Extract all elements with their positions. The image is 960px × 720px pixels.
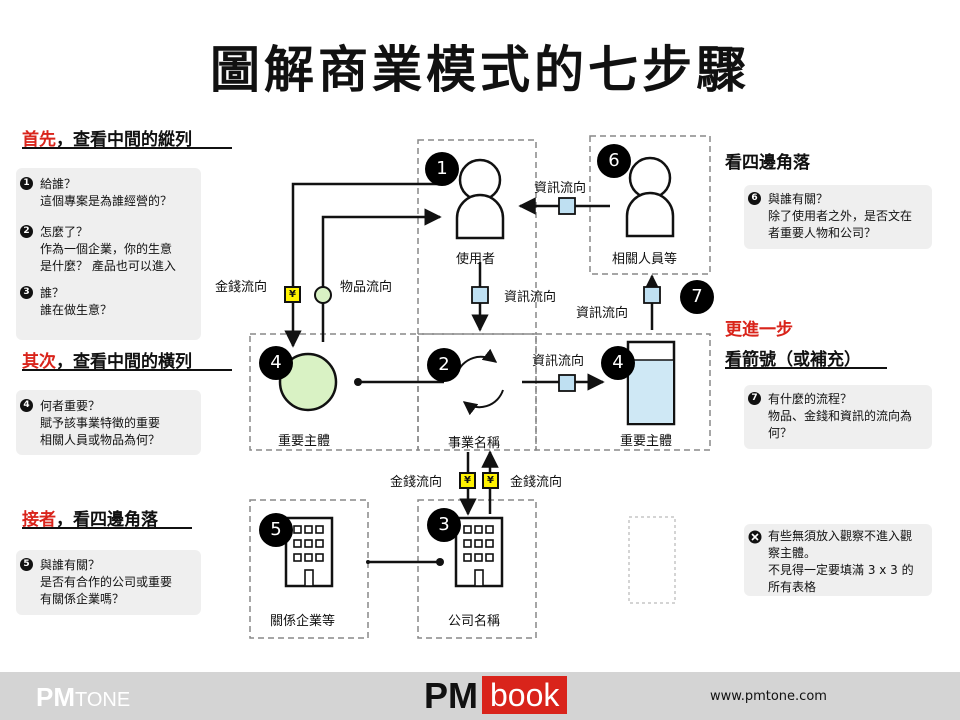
footer-url[interactable]: www.pmtone.com (710, 689, 827, 704)
section-second-underline (22, 369, 232, 371)
section-first-underline (22, 147, 232, 149)
label-user: 使用者 (456, 252, 496, 267)
note-box-second: 4 何者重要？ 賦予該事業特徵的重要 相關人員或物品為何？ (16, 390, 201, 455)
cell-company (417, 499, 537, 639)
section-third-heading: 接者，看四邊角落 (22, 510, 158, 530)
info-square-icon (558, 374, 576, 392)
related-person-icon (625, 156, 675, 238)
section-further-heading: 更進一步 (725, 320, 793, 340)
step-badge-5: 5 (259, 513, 293, 547)
step-badge-1: 1 (425, 152, 459, 186)
note-item-4: 4 何者重要？ 賦予該事業特徵的重要 相關人員或物品為何？ (16, 398, 201, 449)
note-box-arrows: 7 有什麼的流程？ 物品、金錢和資訊的流向為 何？ (744, 385, 932, 449)
note-item-7: 7 有什麼的流程？ 物品、金錢和資訊的流向為 何？ (744, 391, 932, 442)
connector-dot (366, 560, 370, 564)
container-icon (626, 340, 676, 426)
cell-affiliate (249, 499, 369, 639)
label-business: 事業名稱 (448, 436, 501, 451)
label-money-flow: 金錢流向 (510, 475, 563, 490)
cell-key-right (535, 333, 711, 451)
note-item-6: 6 與誰有關？ 除了使用者之外，是否文在 者重要人物和公司？ (744, 191, 932, 242)
label-key-left: 重要主體 (278, 434, 331, 449)
info-square-icon (643, 286, 661, 304)
step-badge-7: 7 (680, 280, 714, 314)
section-third-underline (22, 527, 192, 529)
label-info-flow: 資訊流向 (534, 181, 587, 196)
cross-circle-icon (748, 530, 762, 549)
step-badge-6: 6 (597, 144, 631, 178)
note-number-badge: 1 (20, 177, 33, 190)
note-box-first: 1 給誰？ 這個專案是為誰經營的？ 2 怎麼了？ 作為一個企業，你的生意 是什麼… (16, 168, 201, 340)
cell-related (589, 135, 711, 275)
note-item-extra: 有些無須放入觀察不進入觀 察主體。 不見得一定要填滿 3 x 3 的 所有表格 (744, 528, 932, 596)
section-arrows-underline (725, 367, 887, 369)
note-item-3: 3 誰？ 誰在做生意？ (16, 285, 201, 319)
step-badge-4-right: 4 (601, 346, 635, 380)
info-square-icon (471, 286, 489, 304)
money-flow-arrow-user-to-key (284, 182, 445, 348)
label-related: 相關人員等 (612, 252, 678, 267)
note-number-badge: 7 (748, 392, 761, 405)
yen-coin-icon: ¥ (284, 286, 301, 303)
label-money-flow: 金錢流向 (390, 475, 443, 490)
note-box-extra: 有些無須放入觀察不進入觀 察主體。 不見得一定要填滿 3 x 3 的 所有表格 (744, 524, 932, 596)
label-affiliate: 關係企業等 (270, 614, 336, 629)
section-first-heading: 首先，查看中間的縱列 (22, 130, 192, 150)
info-square-icon (558, 197, 576, 215)
step-badge-4-left: 4 (259, 346, 293, 380)
goods-dot-icon (314, 286, 332, 304)
step-badge-2: 2 (427, 348, 461, 382)
section-second-heading: 其次，查看中間的橫列 (22, 352, 192, 372)
page-title: 圖解商業模式的七步驟 (210, 41, 750, 99)
user-icon (455, 158, 505, 240)
pmtone-logo[interactable]: PMTONE (36, 682, 131, 712)
label-key-right: 重要主體 (620, 434, 673, 449)
note-number-badge: 6 (748, 192, 761, 205)
key-entity-circle-icon (278, 352, 338, 412)
label-info-flow: 資訊流向 (532, 354, 585, 369)
label-money-flow: 金錢流向 (215, 280, 268, 295)
yen-coin-icon: ¥ (482, 472, 499, 489)
note-item-2: 2 怎麼了？ 作為一個企業，你的生意 是什麼？ 產品也可以進入 (16, 224, 201, 275)
note-number-badge: 5 (20, 558, 33, 571)
note-number-badge: 2 (20, 225, 33, 238)
connector-dot (436, 558, 444, 566)
cell-user (417, 139, 537, 335)
note-number-badge: 3 (20, 286, 33, 299)
label-goods-flow: 物品流向 (340, 280, 393, 295)
note-item-5: 5 與誰有關？ 是否有合作的公司或重要 有關係企業嗎？ (16, 557, 201, 608)
label-info-flow: 資訊流向 (504, 290, 557, 305)
company-building-icon (454, 516, 504, 588)
step-badge-3: 3 (427, 508, 461, 542)
section-corners-heading: 看四邊角落 (725, 153, 810, 173)
note-item-1: 1 給誰？ 這個專案是為誰經營的？ (16, 176, 201, 210)
cycle-arrows-icon (456, 348, 504, 416)
note-number-badge: 4 (20, 399, 33, 412)
connector-dot (354, 378, 362, 386)
affiliate-building-icon (284, 516, 334, 588)
yen-coin-icon: ¥ (459, 472, 476, 489)
label-company: 公司名稱 (448, 614, 501, 629)
note-box-corners: 6 與誰有關？ 除了使用者之外，是否文在 者重要人物和公司？ (744, 185, 932, 249)
note-box-third: 5 與誰有關？ 是否有合作的公司或重要 有關係企業嗎？ (16, 550, 201, 615)
label-info-flow: 資訊流向 (576, 306, 629, 321)
empty-cell-placeholder (628, 516, 676, 604)
section-arrows-heading: 看箭號（或補充） (725, 350, 861, 370)
